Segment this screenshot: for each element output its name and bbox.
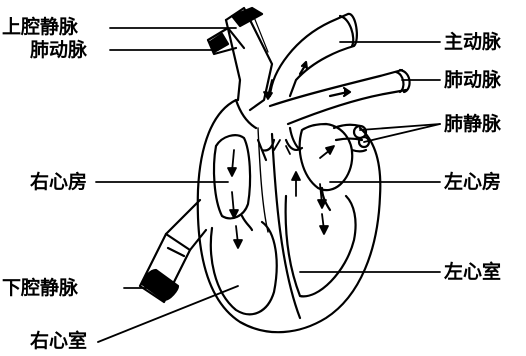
label-pulmonary-artery-left: 肺动脉	[30, 39, 87, 61]
label-right-ventricle: 右心室	[30, 330, 87, 352]
label-inferior-vena-cava: 下腔静脉	[2, 277, 78, 299]
label-aorta: 主动脉	[444, 31, 501, 53]
inferior-vena-cava-drawing	[140, 200, 206, 302]
label-right-atrium: 右心房	[30, 171, 87, 193]
label-pulmonary-artery-right: 肺动脉	[444, 69, 501, 91]
label-left-ventricle: 左心室	[444, 261, 501, 283]
blood-flow-arrows	[228, 80, 334, 248]
pulmonary-artery-right-drawing	[270, 70, 410, 124]
label-superior-vena-cava: 上腔静脉	[2, 16, 78, 38]
label-pulmonary-veins: 肺静脉	[444, 113, 501, 135]
leader-lines	[96, 28, 440, 342]
aorta-drawing	[270, 14, 357, 96]
label-left-atrium: 左心房	[444, 171, 501, 193]
